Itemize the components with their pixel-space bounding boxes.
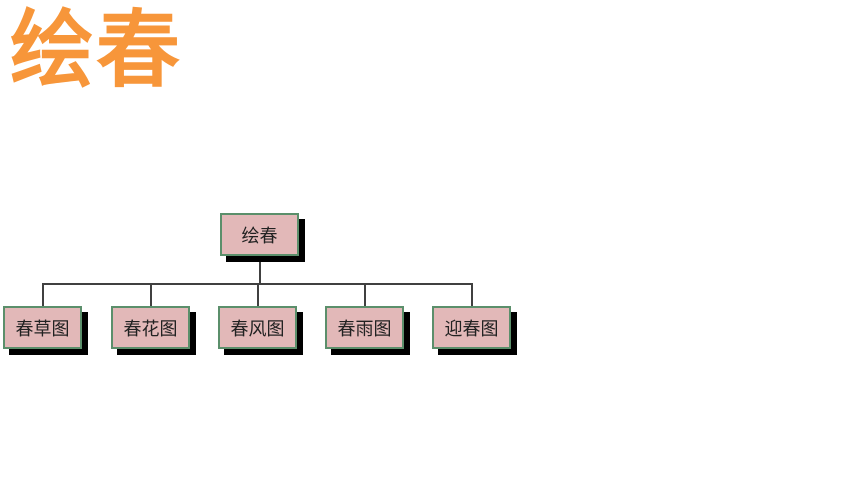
node-child-chuncao: 春草图 — [3, 306, 82, 349]
connector-child-2 — [150, 283, 152, 306]
connector-child-4 — [364, 283, 366, 306]
node-child-yingchun: 迎春图 — [432, 306, 511, 349]
connector-child-5 — [471, 283, 473, 306]
connector-root-stem — [259, 256, 261, 284]
node-child-chunfeng: 春风图 — [218, 306, 297, 349]
node-root: 绘春 — [220, 213, 299, 256]
connector-child-3 — [257, 283, 259, 306]
node-child-chunyu: 春雨图 — [325, 306, 404, 349]
node-child-chunhua: 春花图 — [111, 306, 190, 349]
connector-child-1 — [42, 283, 44, 306]
page-title: 绘春 — [10, 1, 183, 99]
